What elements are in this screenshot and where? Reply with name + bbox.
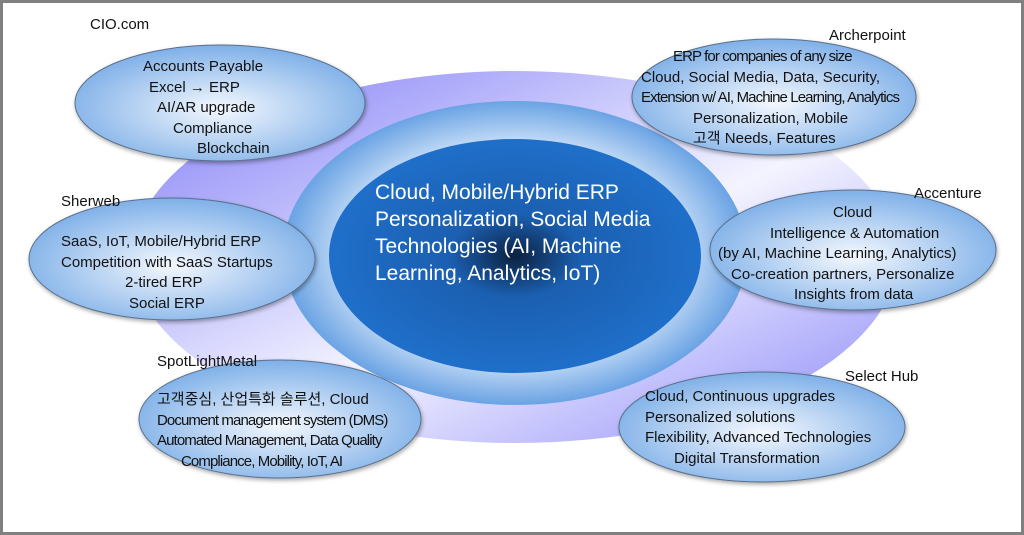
topic-line: Personalized solutions — [645, 408, 796, 426]
source-label-archerpoint: Archerpoint — [829, 27, 906, 44]
bubble-text-spotlightmetal: 고객중심, 산업특화 솔루션, Cloud Document managemen… — [157, 390, 388, 472]
topic-line: Flexibility, Advanced Technologies — [645, 429, 872, 446]
topic-line: 고객중심, 산업특화 솔루션, Cloud — [157, 391, 369, 408]
center-line: Learning, Analytics, IoT) — [375, 262, 601, 285]
bubble-cio — [74, 44, 366, 162]
topic-line: Accounts Payable — [143, 58, 264, 75]
topic-line: Personalization, Mobile — [693, 109, 849, 127]
center-line: Cloud, Mobile/Hybrid ERP — [375, 181, 619, 204]
bubble-spotlightmetal — [138, 359, 422, 479]
bubble-archerpoint — [631, 38, 917, 156]
center-line: Technologies (AI, Machine — [375, 235, 622, 258]
topic-line: Compliance — [173, 119, 253, 137]
topic-line: ERP for companies of any size — [673, 48, 853, 65]
bubble-sherweb — [28, 197, 316, 321]
topic-line: Co-creation partners, Personalize — [731, 265, 955, 283]
topic-line: Automated Management, Data Quality — [157, 432, 382, 449]
topic-line: SaaS, IoT, Mobile/Hybrid ERP — [61, 233, 262, 250]
bubble-text-selecthub: Cloud, Continuous upgrades Personalized … — [645, 387, 871, 469]
center-line: Personalization, Social Media — [375, 208, 651, 231]
topic-line: (by AI, Machine Learning, Analytics) — [718, 245, 957, 262]
core-ellipse — [329, 139, 701, 373]
topic-line: Digital Transformation — [674, 449, 820, 467]
bubble-text-accenture: Cloud Intelligence & Automation (by AI, … — [718, 203, 956, 306]
topic-line: Cloud, Continuous upgrades — [645, 388, 836, 405]
topic-line: 고객 Needs, Features — [693, 130, 836, 147]
topic-line: Cloud, Social Media, Data, Security, — [641, 68, 880, 86]
bubble-text-cio: Accounts Payable Excel → ERP AI/AR upgra… — [143, 57, 270, 160]
topic-line: Compliance, Mobility, IoT, AI — [181, 452, 343, 470]
topic-line: AI/AR upgrade — [157, 99, 256, 116]
source-label-cio: CIO.com — [90, 16, 150, 33]
topic-line: Intelligence & Automation — [770, 224, 940, 242]
center-topics: Cloud, Mobile/Hybrid ERP Personalization… — [375, 179, 650, 287]
bubble-text-sherweb: SaaS, IoT, Mobile/Hybrid ERP Competition… — [61, 232, 273, 314]
bubble-text-archerpoint: ERP for companies of any size Cloud, Soc… — [639, 47, 900, 150]
source-label-accenture: Accenture — [914, 185, 982, 202]
topic-line: Extension w/ AI, Machine Learning, Analy… — [641, 89, 900, 106]
topic-line: Document management system (DMS) — [157, 411, 388, 429]
source-label-sherweb: Sherweb — [61, 193, 121, 210]
topic-line: Insights from data — [794, 286, 914, 303]
topic-line: Social ERP — [129, 294, 205, 312]
topic-line: Cloud — [833, 204, 873, 221]
topic-line: Excel → ERP — [149, 78, 240, 96]
topic-line: 2-tired ERP — [125, 274, 203, 291]
bubble-selecthub — [618, 371, 906, 483]
source-label-selecthub: Select Hub — [845, 368, 919, 385]
bubble-accenture — [709, 189, 997, 311]
topic-line: Competition with SaaS Startups — [61, 253, 273, 271]
source-label-spotlightmetal: SpotLightMetal — [157, 353, 258, 370]
topic-line: Blockchain — [197, 140, 270, 157]
